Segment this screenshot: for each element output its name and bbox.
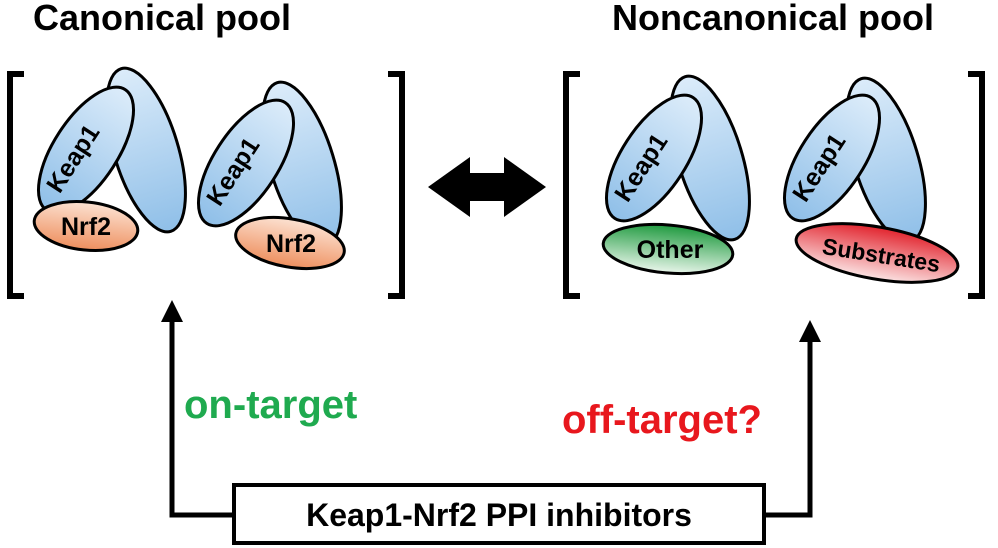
keap1-subunit-left [604, 93, 704, 223]
noncanonical-complex-substrates: Keap1 Substrates [782, 76, 960, 284]
inhibitors-label: Keap1-Nrf2 PPI inhibitors [306, 497, 692, 533]
noncanonical-complex-other: Keap1 Other [601, 74, 751, 276]
on-target-arrow-head [161, 300, 183, 322]
off-target-arrow-line [764, 338, 813, 518]
equilibrium-double-arrow [428, 157, 546, 217]
other-label: Other [637, 236, 704, 264]
keap1-subunit-left [196, 98, 296, 228]
substrates-ellipse [794, 222, 960, 284]
canonical-left-bracket [7, 71, 24, 299]
noncanonical-right-bracket [968, 71, 985, 299]
off-target-label: off-target? [562, 398, 762, 442]
inhibitors-box [232, 483, 766, 545]
nrf2-ellipse [32, 200, 140, 252]
canonical-right-bracket [388, 71, 405, 299]
on-target-arrow-line [169, 318, 234, 518]
noncanonical-pool-title: Noncanonical pool [612, 0, 934, 38]
nrf2-label: Nrf2 [61, 213, 111, 241]
off-target-arrow-head [799, 320, 821, 342]
keap1-subunit-left [782, 93, 882, 223]
nrf2-ellipse [234, 216, 346, 270]
on-target-label: on-target [184, 383, 357, 427]
canonical-complex-1: Keap1 Nrf2 [32, 66, 187, 252]
canonical-pool-title: Canonical pool [33, 0, 291, 38]
noncanonical-left-bracket [563, 71, 580, 299]
other-ellipse [601, 222, 735, 276]
nrf2-label: Nrf2 [266, 230, 316, 258]
canonical-complex-2: Keap1 Nrf2 [196, 80, 346, 270]
